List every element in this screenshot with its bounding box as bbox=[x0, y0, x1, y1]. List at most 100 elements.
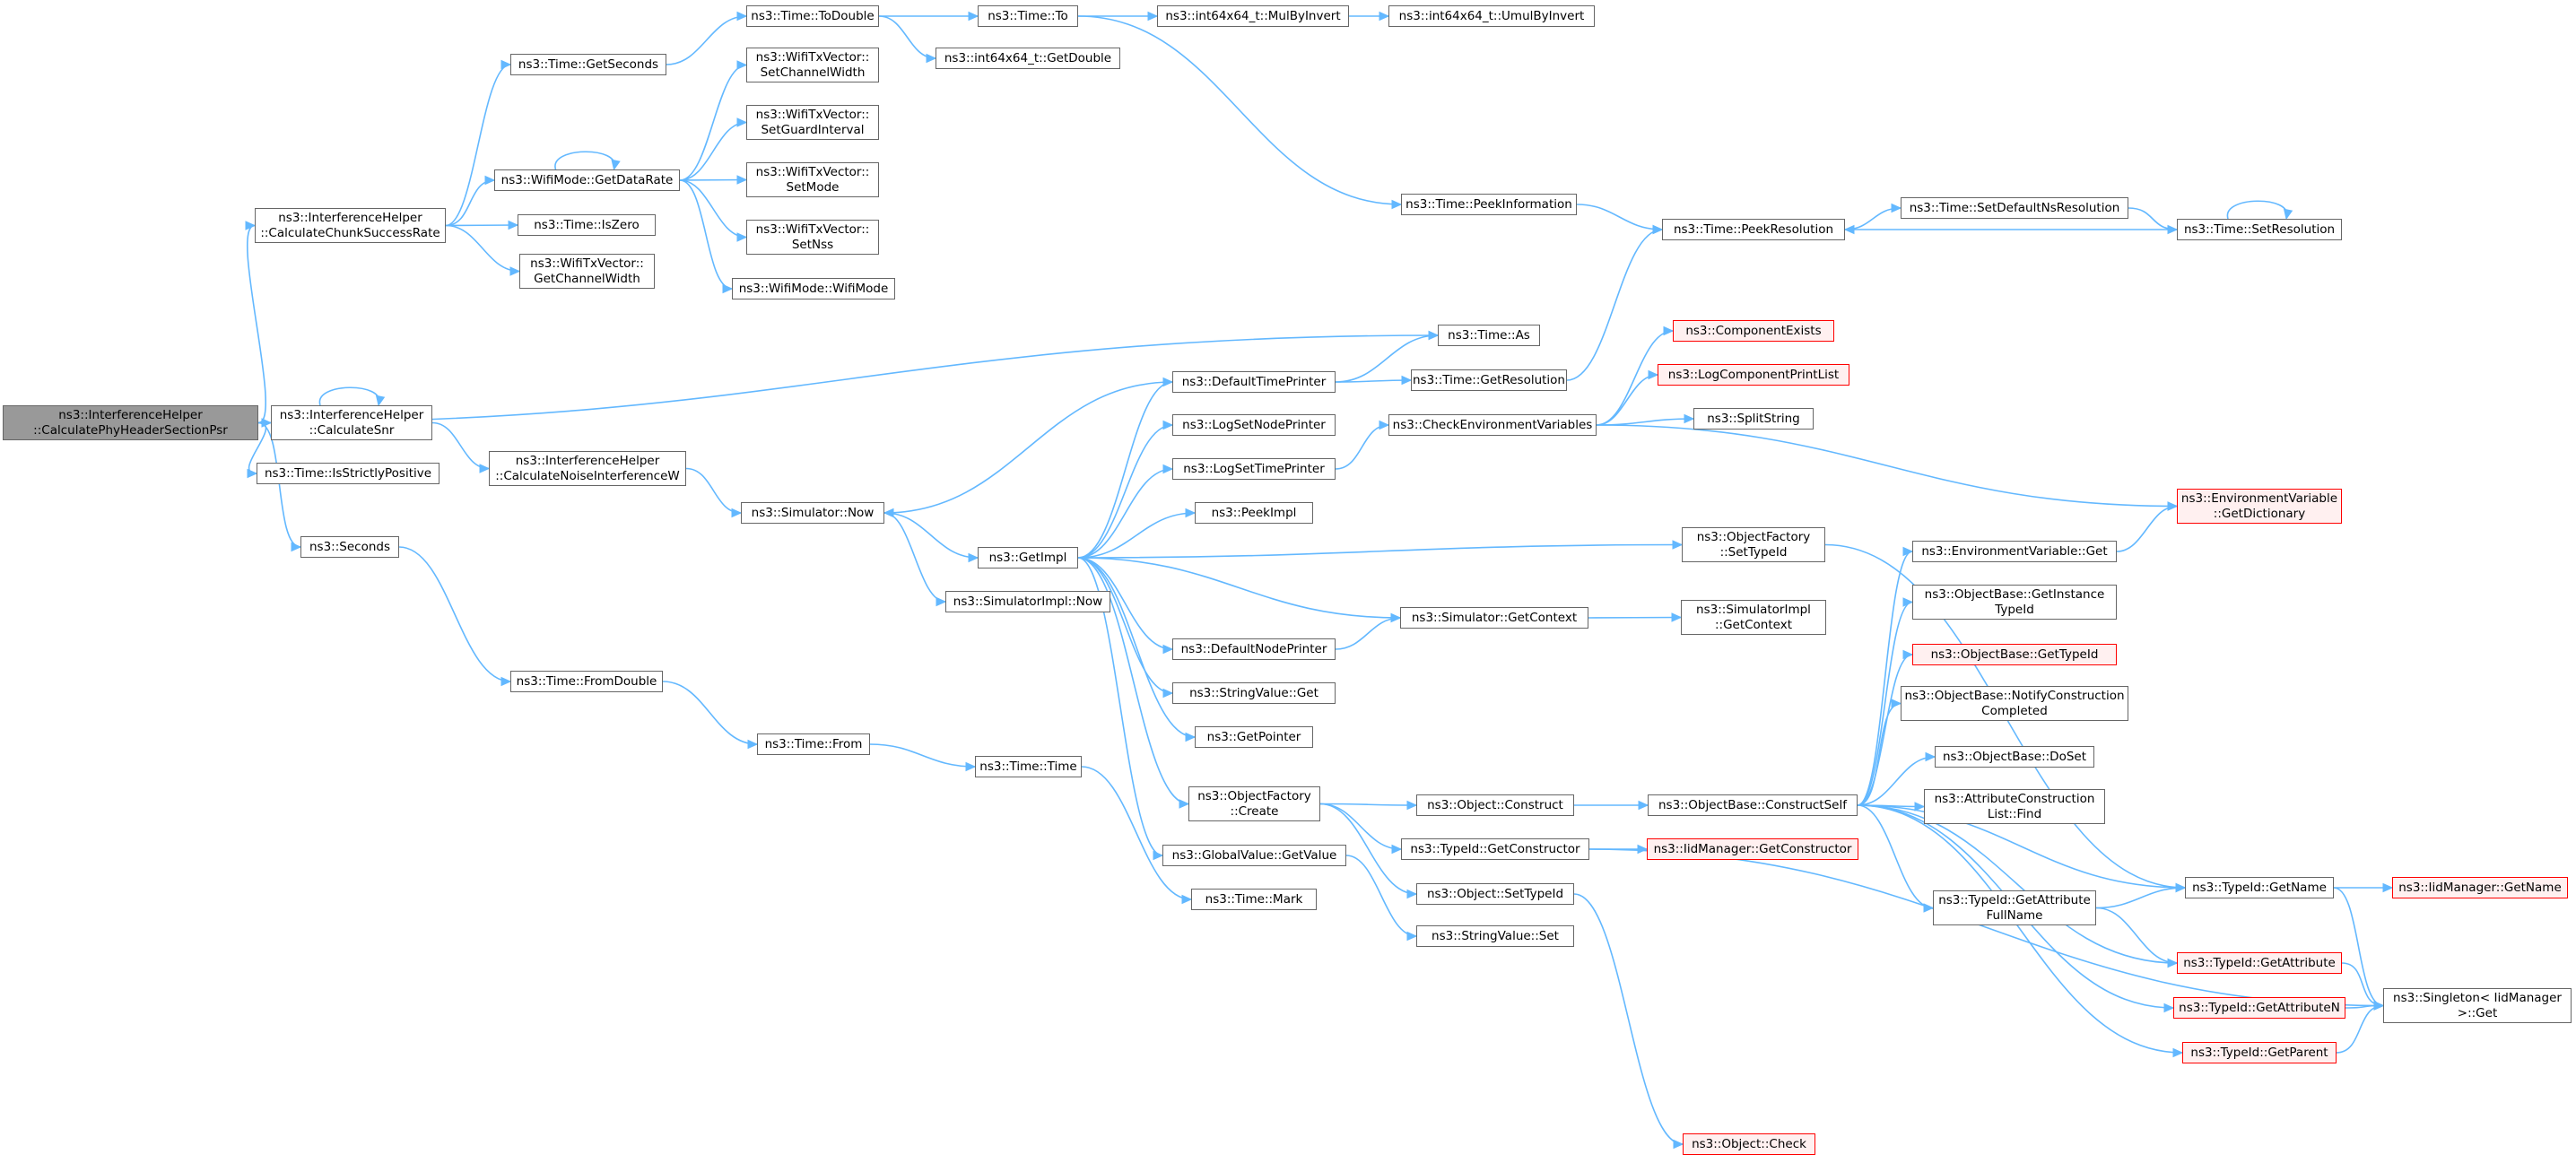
node-timefrom[interactable]: ns3::Time::From bbox=[757, 733, 870, 755]
node-iidgetctor[interactable]: ns3::IidManager::GetConstructor bbox=[1647, 838, 1858, 860]
node-iidgetname[interactable]: ns3::IidManager::GetName bbox=[2392, 877, 2568, 898]
node-timemark[interactable]: ns3::Time::Mark bbox=[1191, 889, 1317, 910]
node-constructself[interactable]: ns3::ObjectBase::ConstructSelf bbox=[1648, 794, 1858, 816]
node-compexists[interactable]: ns3::ComponentExists bbox=[1673, 320, 1834, 342]
edge-arrowhead bbox=[479, 464, 491, 473]
edge-arrowhead bbox=[1390, 612, 1402, 623]
node-peekinfo[interactable]: ns3::Time::PeekInformation bbox=[1401, 194, 1577, 215]
node-timeas[interactable]: ns3::Time::As bbox=[1438, 325, 1540, 346]
edge-constructself-tidgetattr bbox=[1857, 804, 2178, 964]
edge-peekinfo-peekres bbox=[1576, 204, 1663, 230]
node-simnow[interactable]: ns3::Simulator::Now bbox=[741, 502, 884, 524]
node-obgettypeid[interactable]: ns3::ObjectBase::GetTypeId bbox=[1912, 644, 2117, 665]
edge-getdatarate-wifimode bbox=[679, 179, 733, 290]
node-defaulttp[interactable]: ns3::DefaultTimePrinter bbox=[1172, 371, 1336, 393]
node-setgi[interactable]: ns3::WifiTxVector::SetGuardInterval bbox=[746, 105, 879, 140]
node-label: ns3::DefaultTimePrinter bbox=[1181, 374, 1327, 389]
node-timeto[interactable]: ns3::Time::To bbox=[978, 5, 1078, 27]
node-getdouble[interactable]: ns3::int64x64_t::GetDouble bbox=[936, 48, 1120, 69]
node-getimpl[interactable]: ns3::GetImpl bbox=[978, 547, 1078, 568]
node-chunk[interactable]: ns3::InterferenceHelper::CalculateChunkS… bbox=[255, 208, 446, 243]
node-setcw[interactable]: ns3::WifiTxVector::SetChannelWidth bbox=[746, 48, 879, 82]
node-seconds[interactable]: ns3::Seconds bbox=[300, 536, 399, 558]
edge-arrowhead bbox=[1162, 464, 1174, 474]
edge-arrowhead bbox=[1406, 800, 1418, 811]
node-iszero[interactable]: ns3::Time::IsZero bbox=[518, 214, 656, 236]
node-peekres[interactable]: ns3::Time::PeekResolution bbox=[1662, 219, 1845, 240]
edge-arrowhead bbox=[1391, 844, 1403, 855]
node-getpointer[interactable]: ns3::GetPointer bbox=[1195, 726, 1313, 748]
edge-getimpl-logsettime bbox=[1077, 468, 1173, 559]
edge-arrowhead bbox=[1179, 799, 1190, 809]
node-label: ns3::DefaultNodePrinter bbox=[1180, 641, 1327, 656]
node-defaultnp[interactable]: ns3::DefaultNodePrinter bbox=[1172, 638, 1336, 660]
edge-getdatarate-getdatarate bbox=[554, 151, 615, 170]
node-mulbyinvert[interactable]: ns3::int64x64_t::MulByInvert bbox=[1157, 5, 1349, 27]
node-setdefaultns[interactable]: ns3::Time::SetDefaultNsResolution bbox=[1901, 197, 2128, 219]
node-getdatarate[interactable]: ns3::WifiMode::GetDataRate bbox=[494, 169, 680, 191]
node-logsettime[interactable]: ns3::LogSetTimePrinter bbox=[1172, 458, 1336, 480]
node-label: ns3::int64x64_t::UmulByInvert bbox=[1398, 8, 1585, 23]
node-umulbyinvert[interactable]: ns3::int64x64_t::UmulByInvert bbox=[1388, 5, 1595, 27]
node-singleton[interactable]: ns3::Singleton< IidManager>::Get bbox=[2383, 988, 2572, 1023]
node-tidgetattrn[interactable]: ns3::TypeId::GetAttributeN bbox=[2173, 997, 2345, 1019]
edge-seconds-fromdouble bbox=[398, 546, 511, 682]
node-envgetdict[interactable]: ns3::EnvironmentVariable::GetDictionary bbox=[2177, 489, 2342, 524]
node-objconstruct[interactable]: ns3::Object::Construct bbox=[1416, 794, 1574, 816]
edge-arrowhead bbox=[1406, 889, 1418, 899]
node-ofcreate[interactable]: ns3::ObjectFactory::Create bbox=[1188, 786, 1320, 821]
node-doset[interactable]: ns3::ObjectBase::DoSet bbox=[1935, 746, 2094, 768]
node-label: ::CalculateSnr bbox=[309, 422, 395, 438]
node-label: TypeId bbox=[1995, 602, 2034, 617]
node-checkenv[interactable]: ns3::CheckEnvironmentVariables bbox=[1388, 414, 1597, 436]
edge-checkenv-envgetdict bbox=[1596, 424, 2178, 508]
edge-arrowhead bbox=[1406, 931, 1418, 942]
node-setresolution[interactable]: ns3::Time::SetResolution bbox=[2177, 219, 2342, 240]
node-setmode[interactable]: ns3::WifiTxVector::SetMode bbox=[746, 162, 879, 197]
node-label: ns3::Time::To bbox=[988, 8, 1068, 23]
node-label: ns3::Time::PeekResolution bbox=[1673, 221, 1834, 237]
node-snr[interactable]: ns3::InterferenceHelper::CalculateSnr bbox=[271, 405, 432, 440]
node-noiseint[interactable]: ns3::InterferenceHelper::CalculateNoiseI… bbox=[489, 451, 686, 486]
node-logcomplist[interactable]: ns3::LogComponentPrintList bbox=[1658, 364, 1849, 386]
node-stringset[interactable]: ns3::StringValue::Set bbox=[1416, 925, 1574, 947]
edge-arrowhead bbox=[1379, 11, 1390, 22]
node-isstrictpos[interactable]: ns3::Time::IsStrictlyPositive bbox=[257, 463, 439, 484]
node-simgetctx[interactable]: ns3::Simulator::GetContext bbox=[1400, 607, 1588, 629]
node-tidgetattr[interactable]: ns3::TypeId::GetAttribute bbox=[2177, 952, 2342, 974]
node-txgetcw[interactable]: ns3::WifiTxVector::GetChannelWidth bbox=[519, 254, 655, 289]
node-timetime[interactable]: ns3::Time::Time bbox=[975, 756, 1082, 777]
node-label: ::Create bbox=[1230, 803, 1279, 819]
node-stringget[interactable]: ns3::StringValue::Get bbox=[1172, 682, 1336, 704]
node-tidgetparent[interactable]: ns3::TypeId::GetParent bbox=[2182, 1042, 2337, 1063]
edge-arrowhead bbox=[2167, 501, 2179, 511]
node-globalget[interactable]: ns3::GlobalValue::GetValue bbox=[1162, 845, 1346, 866]
node-ofsettypeid[interactable]: ns3::ObjectFactory::SetTypeId bbox=[1682, 527, 1825, 562]
node-logsetnode[interactable]: ns3::LogSetNodePrinter bbox=[1172, 414, 1336, 436]
node-label: ::GetContext bbox=[1714, 617, 1793, 632]
edge-constructself-getattrfull bbox=[1857, 804, 1934, 909]
node-splitstring[interactable]: ns3::SplitString bbox=[1693, 408, 1814, 430]
node-objsettypeid[interactable]: ns3::Object::SetTypeId bbox=[1416, 883, 1574, 905]
node-getseconds[interactable]: ns3::Time::GetSeconds bbox=[510, 54, 666, 75]
node-getres[interactable]: ns3::Time::GetResolution bbox=[1411, 369, 1567, 391]
node-label: Completed bbox=[1981, 703, 2048, 718]
node-tidgetname[interactable]: ns3::TypeId::GetName bbox=[2185, 877, 2334, 898]
edge-getimpl-defaulttp bbox=[1077, 381, 1173, 559]
node-peekimpl[interactable]: ns3::PeekImpl bbox=[1195, 502, 1313, 524]
node-label: ns3::Time::From bbox=[764, 736, 863, 751]
edge-getdatarate-setnss bbox=[679, 179, 747, 239]
node-wifimode[interactable]: ns3::WifiMode::WifiMode bbox=[732, 278, 895, 299]
node-objcheck[interactable]: ns3::Object::Check bbox=[1683, 1133, 1815, 1155]
node-envget[interactable]: ns3::EnvironmentVariable::Get bbox=[1912, 541, 2117, 562]
node-simimplnow[interactable]: ns3::SimulatorImpl::Now bbox=[945, 591, 1110, 612]
node-todouble[interactable]: ns3::Time::ToDouble bbox=[746, 5, 879, 27]
node-getconstructor[interactable]: ns3::TypeId::GetConstructor bbox=[1401, 838, 1589, 860]
node-fromdouble[interactable]: ns3::Time::FromDouble bbox=[510, 671, 663, 692]
node-simimplgetctx[interactable]: ns3::SimulatorImpl::GetContext bbox=[1681, 600, 1826, 635]
node-setnss[interactable]: ns3::WifiTxVector::SetNss bbox=[746, 220, 879, 255]
